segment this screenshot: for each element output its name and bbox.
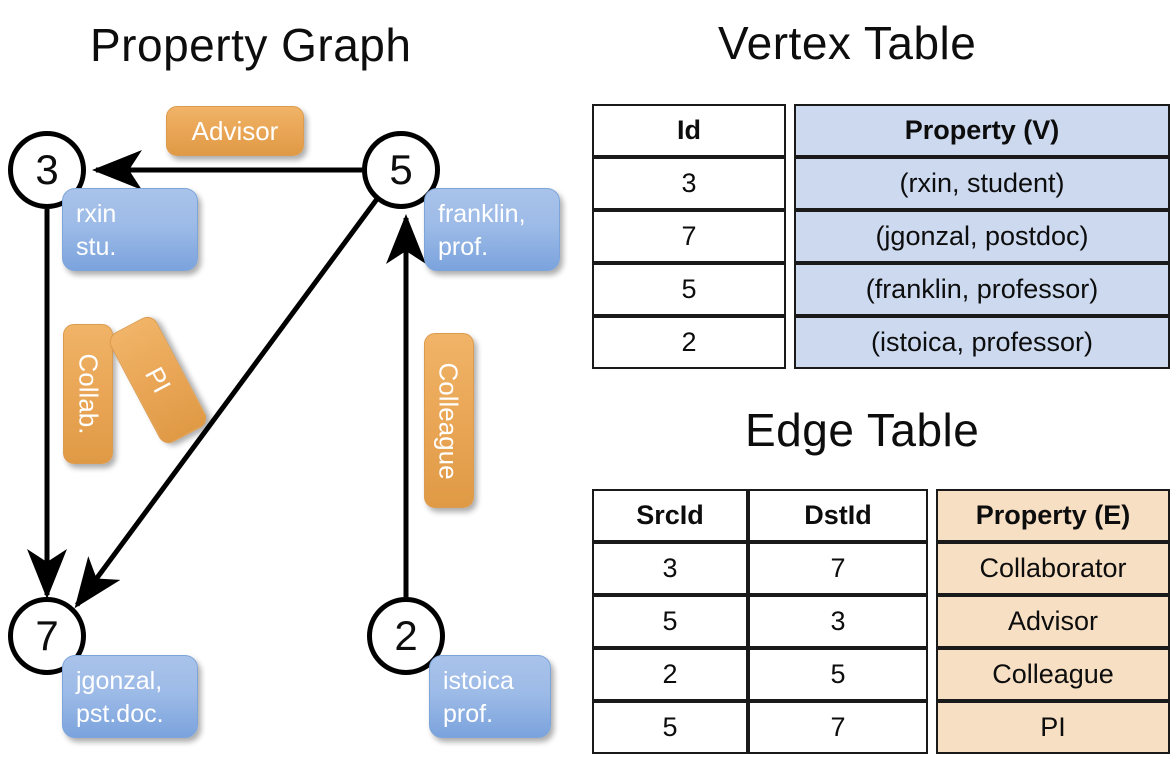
vertex-property-callout-3-line1: rxin [76,200,117,228]
table-row: 3 (rxin, student) [592,157,1170,210]
edge-table-cell-srcid: 3 [592,542,748,595]
vertex-property-callout-2-line2: prof. [443,700,494,728]
vertex-property-callout-5-line2: prof. [438,233,489,261]
edge-table-cell-srcid: 5 [592,701,748,754]
vertex-property-callout-7: jgonzal, pst.doc. [62,655,198,738]
edge-label-advisor-text: Advisor [191,116,279,146]
edge-table-cell-property: Collaborator [936,542,1170,595]
graph-vertex-5[interactable]: 5 [362,131,440,209]
edge-label-pi-text: PI [138,362,178,398]
table-row: 5 (franklin, professor) [592,263,1170,316]
vertex-table-column-gap [786,263,794,316]
edge-table-header-dstid: DstId [748,489,928,542]
vertex-property-callout-7-line2: pst.doc. [76,700,164,728]
table-row: 2 (istoica, professor) [592,316,1170,369]
vertex-table-cell-property: (rxin, student) [794,157,1170,210]
page-title-edge-table: Edge Table [745,404,980,456]
vertex-table-cell-property: (franklin, professor) [794,263,1170,316]
graph-edges-layer [27,150,426,609]
edge-label-colleague-text: Colleague [434,361,464,480]
edge-label-collab-text: Collab. [73,353,103,435]
vertex-table-header-row: Id Property (V) [592,104,1170,157]
table-row: 7 (jgonzal, postdoc) [592,210,1170,263]
vertex-property-callout-5: franklin, prof. [424,188,560,271]
vertex-table-cell-id: 2 [592,316,786,369]
edge-table: SrcId DstId Property (E) 3 7 Collaborato… [592,489,1170,754]
page-title-vertex-table: Vertex Table [718,17,977,69]
vertex-table-header-property: Property (V) [794,104,1170,157]
vertex-table-header-id: Id [592,104,786,157]
vertex-table: Id Property (V) 3 (rxin, student) 7 (jgo… [592,104,1170,369]
edge-table-cell-dstid: 7 [748,701,928,754]
edge-label-collab: Collab. [63,324,113,464]
vertex-property-callout-5-line1: franklin, [438,200,526,228]
vertex-property-callout-3-line2: stu. [76,233,117,261]
edge-table-cell-property: Advisor [936,595,1170,648]
edge-table-cell-srcid: 5 [592,595,748,648]
graph-vertex-2[interactable]: 2 [367,597,445,675]
table-row: 5 3 Advisor [592,595,1170,648]
vertex-property-callout-3: rxin stu. [62,188,198,271]
graph-vertex-7-label: 7 [35,612,59,659]
property-graph-diagram: 3 5 7 2 rxin stu. franklin, prof. jgonza… [8,106,560,738]
edge-table-header-property: Property (E) [936,489,1170,542]
edge-table-column-gap [928,648,936,701]
vertex-table-column-gap [786,157,794,210]
vertex-property-callout-2: istoica prof. [429,655,551,738]
vertex-table-cell-id: 7 [592,210,786,263]
table-row: 2 5 Colleague [592,648,1170,701]
table-row: 5 7 PI [592,701,1170,754]
edge-table-cell-property: Colleague [936,648,1170,701]
edge-table-header-srcid: SrcId [592,489,748,542]
graph-vertex-5-label: 5 [389,146,413,193]
vertex-table-column-gap [786,104,794,157]
edge-table-column-gap [928,489,936,542]
edge-table-cell-dstid: 3 [748,595,928,648]
vertex-table-cell-property: (jgonzal, postdoc) [794,210,1170,263]
edge-table-column-gap [928,542,936,595]
vertex-table-column-gap [786,210,794,263]
edge-label-colleague: Colleague [424,333,474,508]
vertex-table-cell-id: 5 [592,263,786,316]
graph-vertex-3-label: 3 [35,146,59,193]
edge-table-column-gap [928,595,936,648]
edge-table-cell-dstid: 7 [748,542,928,595]
vertex-table-cell-property: (istoica, professor) [794,316,1170,369]
edge-table-header-row: SrcId DstId Property (E) [592,489,1170,542]
edge-table-cell-property: PI [936,701,1170,754]
edge-label-advisor: Advisor [166,106,304,156]
edge-table-cell-dstid: 5 [748,648,928,701]
vertex-table-column-gap [786,316,794,369]
table-row: 3 7 Collaborator [592,542,1170,595]
edge-5-to-7 [74,197,380,609]
page-title-property-graph: Property Graph [90,19,412,71]
vertex-table-cell-id: 3 [592,157,786,210]
edge-table-cell-srcid: 2 [592,648,748,701]
edge-table-column-gap [928,701,936,754]
vertex-property-callout-7-line1: jgonzal, [76,667,163,695]
vertex-property-callout-2-line1: istoica [443,667,514,695]
graph-vertex-2-label: 2 [394,612,418,659]
